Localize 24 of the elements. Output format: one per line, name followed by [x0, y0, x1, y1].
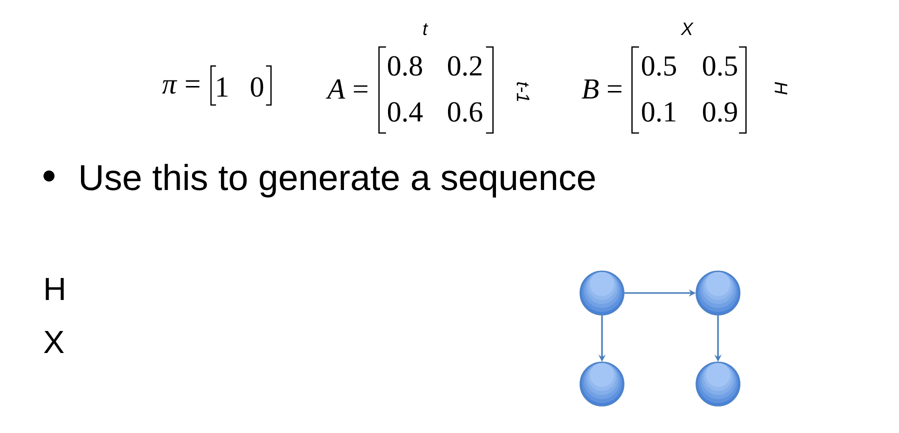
circle-node [580, 362, 624, 406]
column-label: t [423, 23, 428, 36]
matrix-entry: 0.6 [448, 102, 482, 122]
matrix-entry: 0 [250, 77, 264, 97]
variable-label: B = [582, 79, 622, 99]
circle-node [696, 362, 740, 406]
variable-label: π = [162, 80, 200, 94]
matrix-entry: 0.1 [642, 102, 676, 122]
matrix-entry: 0.5 [702, 56, 737, 76]
matrix-entry: 0.8 [388, 56, 422, 76]
column-label: X [680, 22, 694, 35]
matrix-entry: 0.4 [388, 102, 423, 122]
row-label: t-1 [516, 82, 530, 101]
variable-label: A = [326, 79, 368, 99]
bullet-text: Use this to generate a sequence [81, 164, 595, 198]
matrix-entry: 0.9 [702, 102, 737, 122]
circle-node [580, 270, 624, 316]
matrix-entry: 0.2 [448, 56, 482, 76]
circle-node [696, 270, 740, 316]
row-label: H [774, 82, 788, 95]
matrix-entry: 1 [217, 77, 228, 97]
matrix-entry: 0.5 [642, 56, 676, 76]
sequence-label: X [44, 331, 64, 353]
sequence-label: H [46, 278, 64, 300]
